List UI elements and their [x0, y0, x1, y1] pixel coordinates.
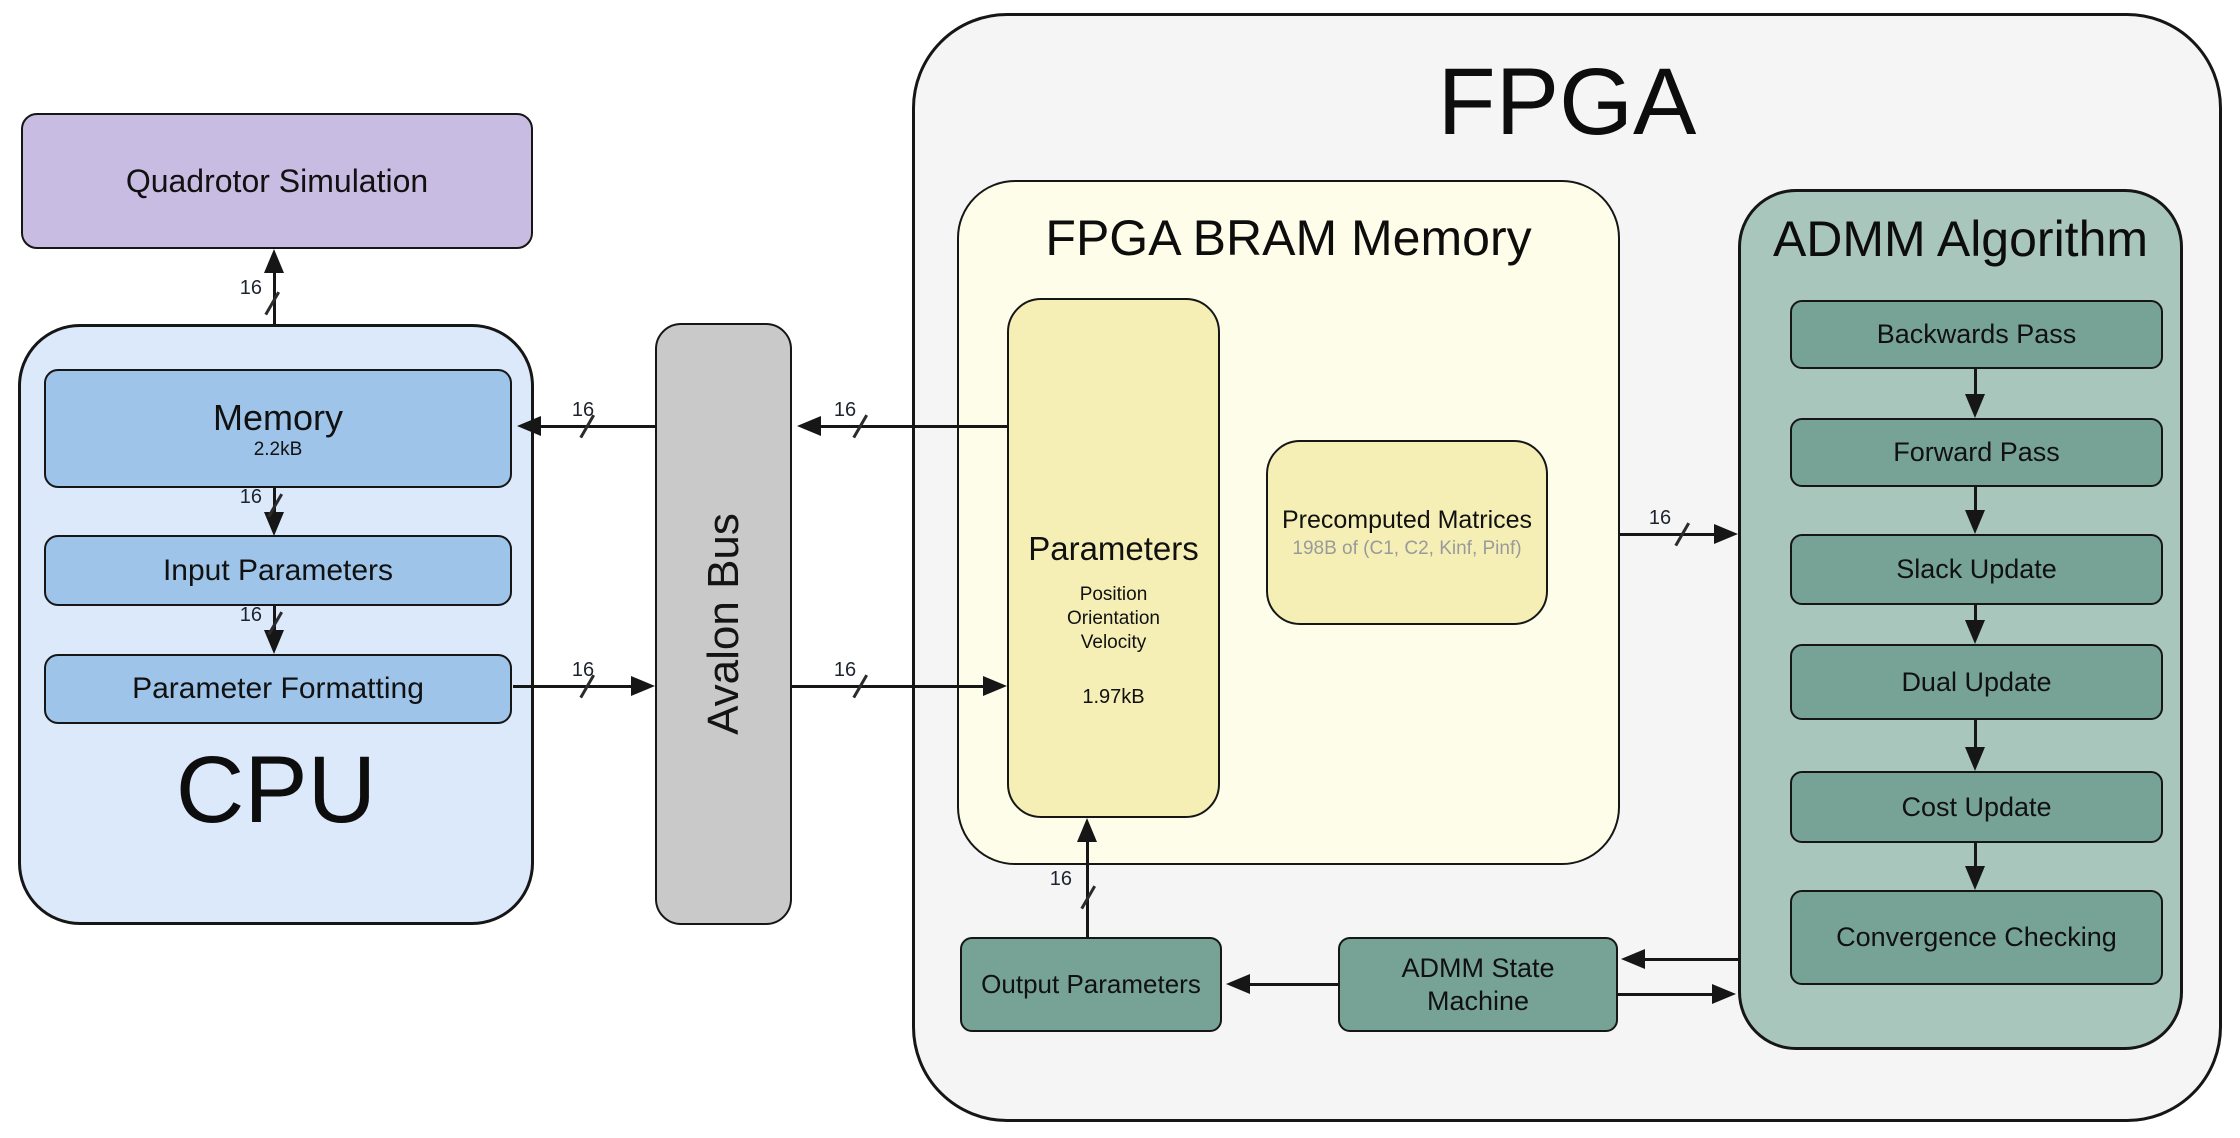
admm-state-machine-label-line2: Machine [1426, 985, 1530, 1016]
wire-formatting-to-bus [513, 685, 633, 688]
bus-width-label: 16 [239, 277, 262, 299]
parameters-title: Parameters [1028, 530, 1199, 567]
admm-step-backwards-pass-label: Backwards Pass [1876, 319, 2077, 349]
parameters-line-velocity: Velocity [1080, 632, 1147, 653]
wire-bus-to-memory [540, 425, 655, 428]
arrowhead-memory-to-input [264, 512, 284, 536]
bus-width-label: 16 [571, 399, 595, 421]
quadrotor-simulation-box: Quadrotor Simulation [21, 113, 533, 249]
admm-step-cost-update-label: Cost Update [1901, 791, 2052, 822]
wire-state-machine-to-output [1250, 983, 1338, 986]
admm-step-forward-pass-label: Forward Pass [1893, 437, 2060, 467]
cpu-memory-box: Memory 2.2kB [44, 369, 512, 488]
parameters-size: 1.97kB [1082, 686, 1145, 708]
wire-slack-to-dual [1974, 605, 1977, 622]
arrowhead-state-machine-to-output [1226, 974, 1250, 994]
wire-cost-to-convergence [1974, 843, 1977, 868]
bram-title: FPGA BRAM Memory [1045, 210, 1532, 266]
quadrotor-simulation-label: Quadrotor Simulation [125, 162, 429, 199]
admm-step-slack-update-label: Slack Update [1896, 554, 2057, 584]
precomputed-matrices-title: Precomputed Matrices [1281, 506, 1533, 534]
admm-state-machine-box: ADMM State Machine [1338, 937, 1618, 1032]
admm-step-convergence-checking: Convergence Checking [1790, 890, 2163, 985]
cpu-title: CPU [175, 737, 377, 843]
arrowhead-state-machine-to-admm [1712, 984, 1736, 1004]
arrowhead-backwards-to-forward [1965, 394, 1985, 418]
arrowhead-admm-to-state-machine [1621, 949, 1645, 969]
admm-step-forward-pass: Forward Pass [1790, 418, 2163, 487]
wire-backwards-to-forward [1974, 369, 1977, 398]
arrowhead-slack-to-dual [1965, 620, 1985, 644]
arrowhead-cost-to-convergence [1965, 866, 1985, 890]
arrowhead-bram-to-admm [1714, 524, 1738, 544]
bus-width-label: 16 [1648, 507, 1672, 529]
wire-state-machine-to-admm [1618, 993, 1714, 996]
wire-admm-to-state-machine [1645, 958, 1738, 961]
admm-title: ADMM Algorithm [1772, 211, 2149, 267]
cpu-input-parameters-label: Input Parameters [162, 553, 394, 587]
cpu-memory-label: Memory [212, 396, 343, 438]
arrowhead-parameters-to-bus [797, 416, 821, 436]
parameters-line-position: Position [1079, 584, 1148, 605]
fpga-title: FPGA [1437, 49, 1697, 155]
arrowhead-bus-to-memory [517, 416, 541, 436]
admm-step-convergence-checking-label: Convergence Checking [1836, 922, 2117, 952]
arrowhead-formatting-to-bus [631, 676, 655, 696]
wire-bus-to-parameters [792, 685, 985, 688]
cpu-parameter-formatting-box: Parameter Formatting [44, 654, 512, 724]
bus-width-label: 16 [571, 659, 595, 681]
wire-bram-to-admm [1620, 533, 1716, 536]
precomputed-matrices-subtitle: 198B of (C1, C2, Kinf, Pinf) [1292, 538, 1522, 559]
parameters-box: Parameters Position Orientation Velocity… [1007, 298, 1220, 818]
admm-step-slack-update: Slack Update [1790, 534, 2163, 605]
admm-state-machine-label-line1: ADMM State [1401, 952, 1555, 983]
arrowhead-output-to-parameters [1077, 818, 1097, 842]
bus-width-tick [264, 291, 280, 316]
cpu-parameter-formatting-label: Parameter Formatting [132, 672, 424, 705]
output-parameters-label: Output Parameters [981, 969, 1201, 999]
arrowhead-input-to-formatting [264, 630, 284, 654]
wire-forward-to-slack [1974, 487, 1977, 514]
admm-step-dual-update: Dual Update [1790, 644, 2163, 720]
wire-output-to-parameters [1086, 840, 1089, 937]
arrowhead-dual-to-cost [1965, 747, 1985, 771]
arrowhead-bus-to-parameters [983, 676, 1007, 696]
bus-width-label: 16 [833, 399, 857, 421]
precomputed-matrices-box: Precomputed Matrices 198B of (C1, C2, Ki… [1266, 440, 1548, 625]
bus-width-label: 16 [239, 486, 262, 508]
admm-step-cost-update: Cost Update [1790, 771, 2163, 843]
bus-width-label: 16 [239, 604, 262, 626]
arrowhead-cpu-to-quadrotor [264, 249, 284, 273]
arrowhead-forward-to-slack [1965, 510, 1985, 534]
cpu-memory-size: 2.2kB [253, 438, 303, 460]
admm-step-dual-update-label: Dual Update [1901, 666, 2052, 697]
parameters-contents: Position Orientation Velocity [1009, 583, 1218, 655]
avalon-bus-box: Avalon Bus [655, 323, 792, 925]
bus-width-label: 16 [833, 659, 857, 681]
output-parameters-box: Output Parameters [960, 937, 1222, 1032]
wire-dual-to-cost [1974, 720, 1977, 749]
wire-parameters-to-bus [820, 425, 1007, 428]
parameters-line-orientation: Orientation [1067, 608, 1160, 629]
avalon-bus-label: Avalon Bus [698, 513, 748, 735]
bus-width-label: 16 [1049, 868, 1072, 890]
cpu-input-parameters-box: Input Parameters [44, 535, 512, 606]
admm-step-backwards-pass: Backwards Pass [1790, 300, 2163, 369]
